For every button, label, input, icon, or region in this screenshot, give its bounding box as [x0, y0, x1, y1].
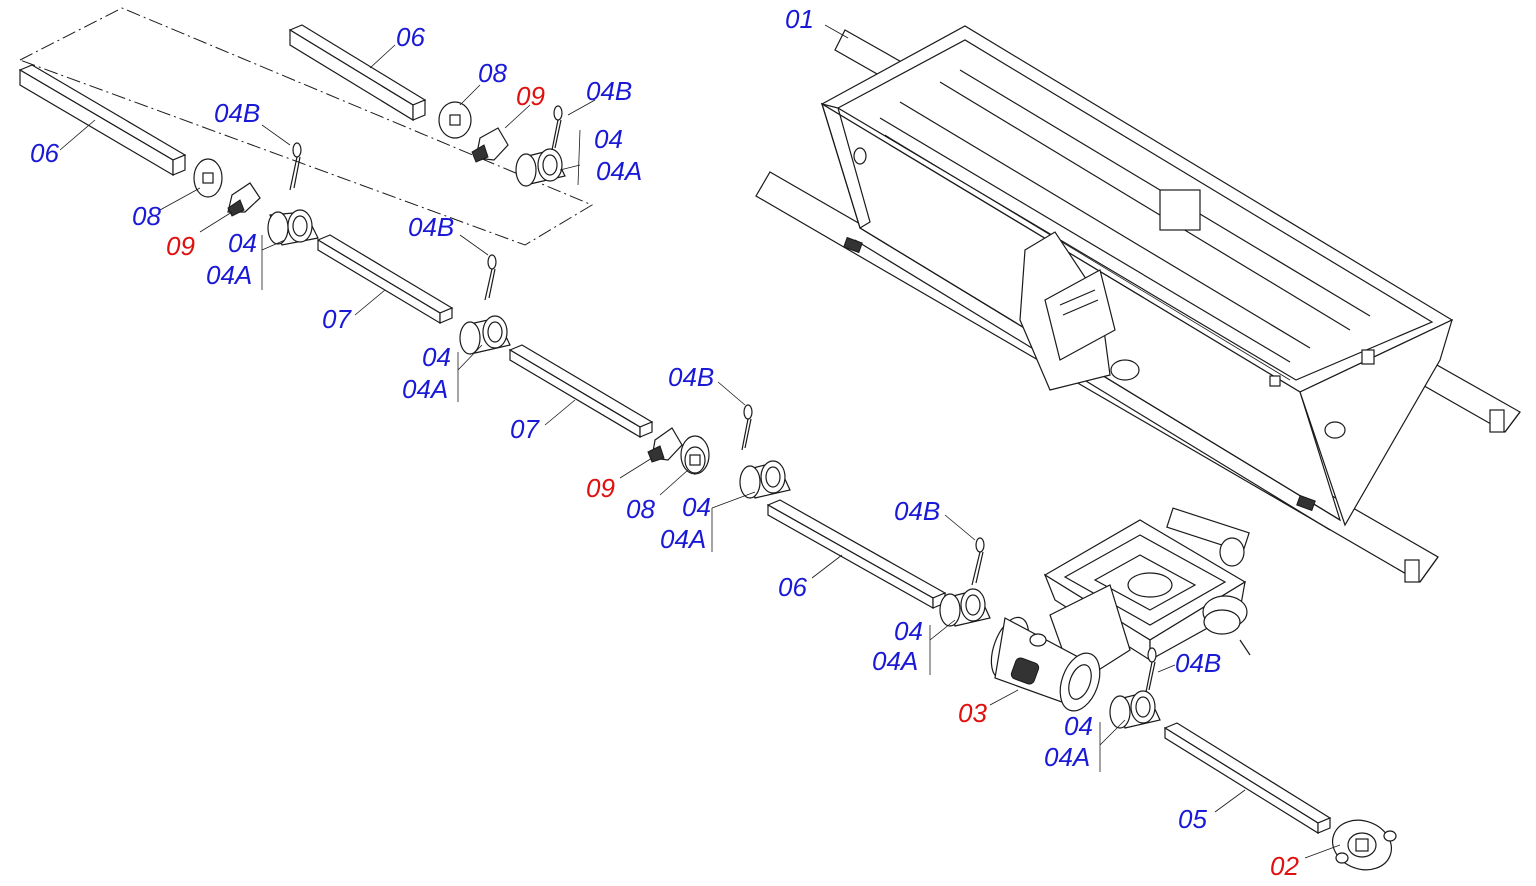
label-07-second: 07 [510, 414, 540, 444]
leader-lines [59, 24, 1341, 859]
label-04a-mid: 04A [402, 374, 448, 404]
label-04-left: 04 [228, 228, 257, 258]
label-04a-mid2: 04A [660, 524, 706, 554]
label-04-bottom: 04 [1064, 711, 1093, 741]
cotter-pin-04b-5 [971, 537, 985, 586]
cotter-pin-04b-4 [741, 404, 753, 451]
label-04a-bottom: 04A [1044, 742, 1090, 772]
square-shaft-07-second [508, 344, 654, 439]
coupling-04-f [1109, 690, 1161, 729]
alternative-assembly-boundary [19, 7, 594, 246]
label-04b-1: 04B [214, 98, 260, 128]
coupling-04-c [459, 315, 511, 355]
label-01: 01 [785, 4, 814, 34]
label-04a-lower: 04A [872, 646, 918, 676]
cotter-pin-04b-6 [1145, 647, 1157, 693]
washer-08-1 [193, 158, 223, 198]
label-04b-4: 04B [894, 496, 940, 526]
label-05: 05 [1178, 804, 1207, 834]
cotter-pin-04b-3 [484, 254, 497, 301]
cam-09-3 [647, 427, 683, 463]
label-09-left: 09 [166, 231, 195, 261]
label-08-left: 08 [132, 201, 161, 231]
coupling-04-b [515, 148, 566, 187]
cotter-pin-04b-2 [551, 105, 563, 151]
label-04b-5: 04B [1175, 648, 1221, 678]
label-06-lower: 06 [778, 572, 807, 602]
label-04b-3: 04B [668, 362, 714, 392]
square-shaft-06-upper [288, 24, 427, 122]
washer-08-3 [680, 435, 710, 475]
washer-08-2 [438, 101, 472, 139]
label-04-mid: 04 [422, 342, 451, 372]
square-shaft-06-lower [766, 499, 947, 610]
label-06-top: 06 [396, 22, 425, 52]
flange-bearing-part-02 [1332, 819, 1397, 871]
label-04-top: 04 [594, 124, 623, 154]
label-07-first: 07 [322, 304, 352, 334]
coupling-04-e [939, 588, 991, 627]
label-04a-left: 04A [206, 260, 252, 290]
part-labels: 01 06 08 09 04B 04 04A 04B 06 08 09 04 0… [30, 4, 1299, 881]
label-04-mid2: 04 [682, 492, 711, 522]
square-shaft-07-first [316, 234, 454, 325]
square-shaft-05 [1163, 722, 1332, 835]
label-09-mid: 09 [586, 473, 615, 503]
label-04-lower: 04 [894, 616, 923, 646]
cotter-pin-04b-1 [289, 142, 302, 191]
label-04a-top: 04A [596, 156, 642, 186]
label-09-top: 09 [516, 81, 545, 111]
cam-09-1 [227, 182, 261, 217]
label-04b-top: 04B [586, 76, 632, 106]
label-04b-2: 04B [408, 212, 454, 242]
label-08-mid: 08 [626, 494, 655, 524]
label-06-left: 06 [30, 138, 59, 168]
label-02: 02 [1270, 851, 1299, 881]
label-03: 03 [958, 698, 987, 728]
coupling-04-d [739, 460, 791, 499]
gearbox-part-03 [990, 507, 1251, 712]
square-shaft-06-upper-left [18, 64, 187, 177]
coupling-04-a [267, 209, 319, 246]
label-08-top: 08 [478, 58, 507, 88]
frame-part-01 [755, 25, 1521, 583]
cam-09-2 [471, 127, 509, 163]
